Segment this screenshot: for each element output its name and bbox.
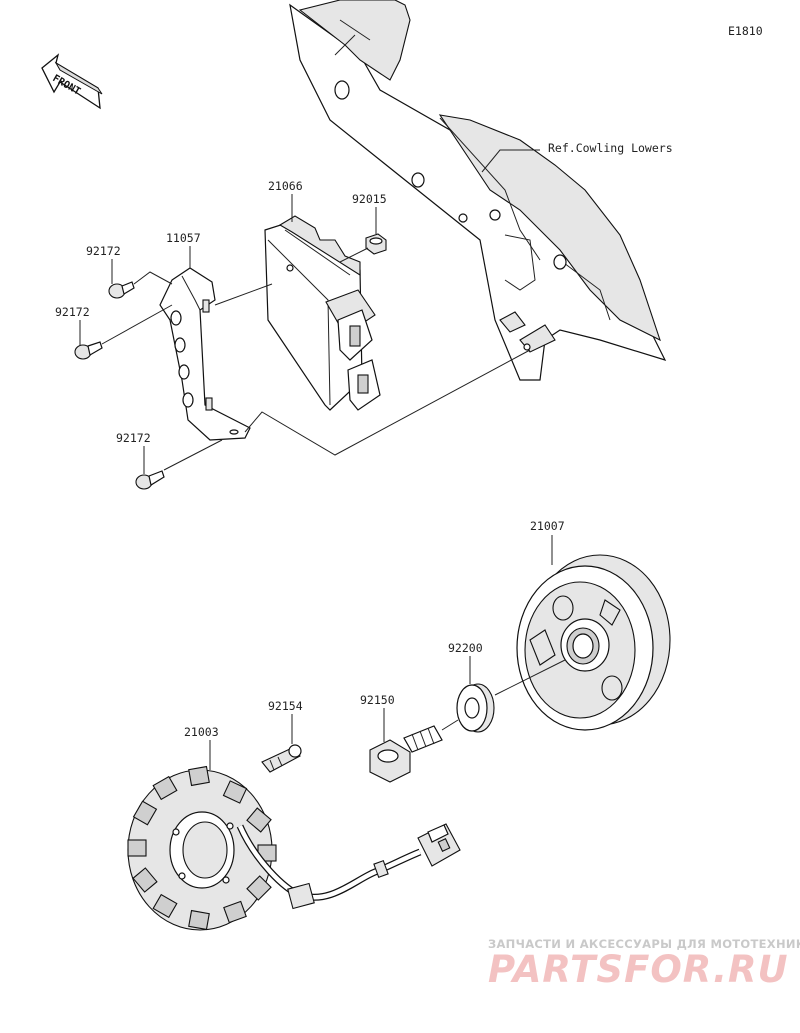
- part-21066: 21066: [268, 179, 303, 193]
- screw-92172-a: [108, 281, 135, 299]
- part-11057: 11057: [166, 231, 201, 245]
- front-arrow-icon: FRONT: [41, 53, 103, 110]
- bolt-92154: [261, 744, 302, 773]
- part-92200: 92200: [448, 641, 483, 655]
- part-92172-c: 92172: [116, 431, 151, 445]
- bolt-92150: [369, 725, 443, 783]
- part-92172-a: 92172: [86, 244, 121, 258]
- watermark-tagline: ЗАПЧАСТИ И АКСЕССУАРЫ ДЛЯ МОТОТЕХНИКИ: [488, 937, 800, 951]
- stator-coil: [127, 765, 277, 931]
- screw-92172-c: [135, 470, 165, 490]
- bracket-11057: [159, 267, 251, 441]
- nut-92015: [365, 233, 387, 255]
- washer-92200: [456, 683, 495, 733]
- reference-label: Ref.Cowling Lowers: [548, 141, 673, 155]
- regulator-rectifier: [264, 215, 381, 411]
- screw-92172-b: [74, 341, 103, 360]
- part-92154: 92154: [268, 699, 303, 713]
- frame-cowling: [289, 0, 667, 381]
- diagram-code: E1810: [728, 24, 763, 38]
- part-92015: 92015: [352, 192, 387, 206]
- flywheel-rotor: [516, 554, 671, 731]
- part-92172-b: 92172: [55, 305, 90, 319]
- part-21003: 21003: [184, 725, 219, 739]
- part-92150: 92150: [360, 693, 395, 707]
- part-21007: 21007: [530, 519, 565, 533]
- stator-wiring: [236, 823, 461, 910]
- ref-leader: [481, 149, 540, 173]
- watermark-logo: PARTSFOR.RU: [488, 948, 789, 991]
